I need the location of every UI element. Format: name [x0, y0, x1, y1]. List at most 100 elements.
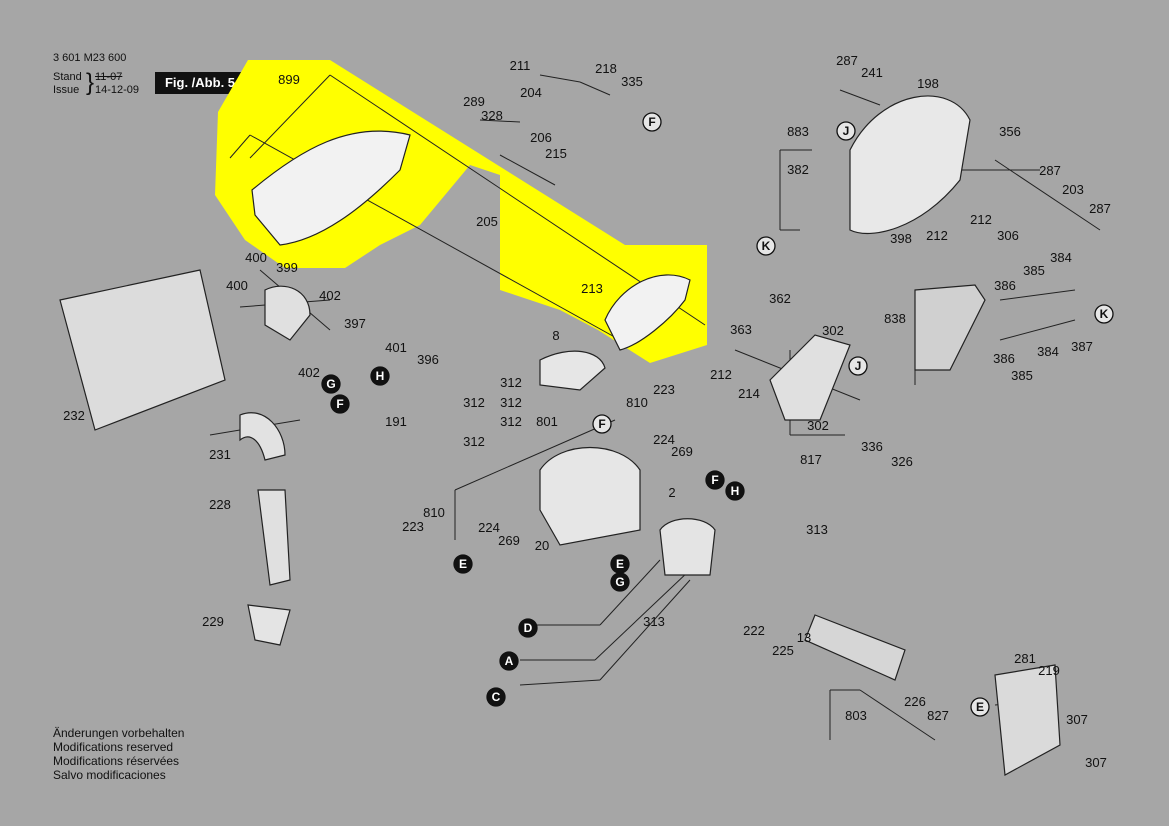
part-label-l223a: 223: [653, 382, 675, 397]
part-label-l399: 399: [276, 260, 298, 275]
part-label-l232: 232: [63, 408, 85, 423]
part-label-l400a: 400: [245, 250, 267, 265]
part-label-l385b: 385: [1011, 368, 1033, 383]
part-label-l212a: 212: [970, 212, 992, 227]
plate-shape: [769, 334, 851, 421]
svg-text:J: J: [855, 359, 862, 373]
part-label-l224a: 224: [653, 432, 675, 447]
part-label-l362: 362: [769, 291, 791, 306]
part-label-l302b: 302: [807, 418, 829, 433]
part-label-l801: 801: [536, 414, 558, 429]
ref-circle-cJ2: J: [848, 356, 868, 376]
ref-circle-cF2: F: [330, 394, 350, 414]
part-label-l8: 8: [552, 328, 559, 343]
part-label-l287b: 287: [1039, 163, 1061, 178]
cover-shape: [539, 350, 606, 391]
part-label-l231: 231: [209, 447, 231, 462]
part-label-l281: 281: [1014, 651, 1036, 666]
part-label-l336: 336: [861, 439, 883, 454]
svg-text:F: F: [711, 473, 718, 487]
ref-circle-cC: C: [486, 687, 506, 707]
part-label-l356: 356: [999, 124, 1021, 139]
ref-circle-cH2: H: [725, 481, 745, 501]
bracket: }: [86, 69, 95, 96]
part-label-l307a: 307: [1066, 712, 1088, 727]
part-label-l206: 206: [530, 130, 552, 145]
gearbox-shape: [994, 664, 1061, 776]
svg-text:H: H: [376, 369, 385, 383]
part-label-l219: 219: [1038, 663, 1060, 678]
part-label-l803: 803: [845, 708, 867, 723]
svg-text:D: D: [524, 621, 533, 635]
part-label-l13: 13: [797, 630, 811, 645]
part-label-l312c: 312: [500, 395, 522, 410]
leader-lines: [209, 74, 1101, 741]
svg-text:F: F: [336, 397, 343, 411]
part-label-l302a: 302: [822, 323, 844, 338]
ref-circle-cE2: E: [610, 554, 630, 574]
part-label-l386b: 386: [993, 351, 1015, 366]
handle-shape: [914, 284, 986, 371]
part-label-l226: 226: [904, 694, 926, 709]
footer-line-en: Modifications reserved: [53, 740, 174, 754]
footer-line-fr: Modifications réservées: [53, 754, 180, 768]
part-label-l326: 326: [891, 454, 913, 469]
ref-circle-cG1: G: [321, 374, 341, 394]
part-label-l287a: 287: [836, 53, 858, 68]
part-label-l398: 398: [890, 231, 912, 246]
part-label-l223b: 223: [402, 519, 424, 534]
svg-text:E: E: [459, 557, 467, 571]
part-label-l817: 817: [800, 452, 822, 467]
part-label-l212b: 212: [926, 228, 948, 243]
part-label-l313a: 313: [806, 522, 828, 537]
part-label-l312e: 312: [500, 414, 522, 429]
part-label-l402b: 402: [298, 365, 320, 380]
part-label-l225: 225: [772, 643, 794, 658]
svg-text:J: J: [843, 124, 850, 138]
part-label-l838: 838: [884, 311, 906, 326]
part-label-l198: 198: [917, 76, 939, 91]
footer-line-de: Änderungen vorbehalten: [53, 726, 185, 740]
small-guard-shape: [604, 274, 691, 351]
part-label-l899: 899: [278, 72, 300, 87]
ref-circle-cF1: F: [642, 112, 662, 132]
part-label-l241: 241: [861, 65, 883, 80]
ref-circle-cF4: F: [705, 470, 725, 490]
svg-text:K: K: [1100, 307, 1109, 321]
part-label-l214: 214: [738, 386, 760, 401]
part-label-l382: 382: [787, 162, 809, 177]
part-label-l384b: 384: [1037, 344, 1059, 359]
part-label-l363: 363: [730, 322, 752, 337]
part-label-l402a: 402: [319, 288, 341, 303]
ref-circle-cE1: E: [453, 554, 473, 574]
part-label-l335: 335: [621, 74, 643, 89]
dust-chute-shape: [59, 269, 226, 431]
part-number: 3 601 M23 600: [53, 52, 127, 64]
stand-label: Stand: [53, 71, 82, 83]
svg-text:F: F: [648, 115, 655, 129]
svg-text:G: G: [326, 377, 335, 391]
elbow-shape: [239, 412, 286, 461]
part-label-l213: 213: [581, 281, 603, 296]
part-label-l312d: 312: [463, 434, 485, 449]
ref-circle-cJ1: J: [836, 121, 856, 141]
part-label-l827: 827: [927, 708, 949, 723]
part-label-l2: 2: [668, 485, 675, 500]
part-label-l224b: 224: [478, 520, 500, 535]
part-label-l287c: 287: [1089, 201, 1111, 216]
part-label-l212c: 212: [710, 367, 732, 382]
part-label-l313b: 313: [643, 614, 665, 629]
ref-circle-cG2: G: [610, 572, 630, 592]
bracket-shape: [264, 285, 311, 341]
part-label-l810b: 810: [423, 505, 445, 520]
part-label-l289: 289: [463, 94, 485, 109]
part-label-l401: 401: [385, 340, 407, 355]
svg-text:E: E: [616, 557, 624, 571]
part-shapes: [59, 95, 1061, 776]
blade-guard-shape: [251, 130, 411, 246]
footer-notes: Änderungen vorbehalten Modifications res…: [53, 726, 184, 782]
part-label-l215: 215: [545, 146, 567, 161]
pipe-shape: [257, 489, 291, 586]
